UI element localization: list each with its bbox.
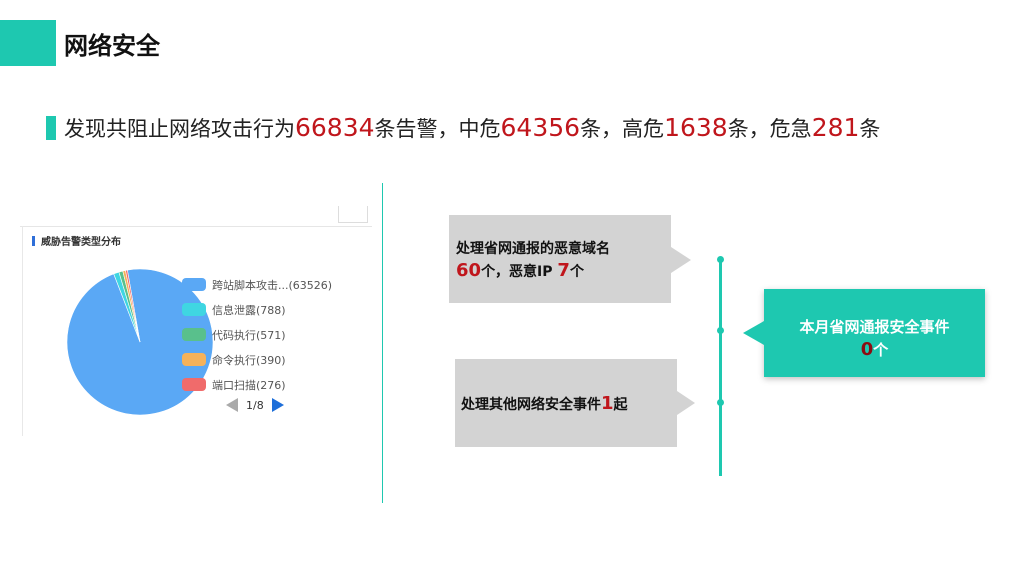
box3-count: 0 <box>860 339 874 360</box>
box1-end: 个 <box>569 264 584 280</box>
box2-count: 1 <box>601 393 614 414</box>
legend-item-5[interactable]: 端口扫描(276) <box>182 372 332 397</box>
box3-suffix: 个 <box>873 341 889 359</box>
box2-pointer <box>677 391 695 415</box>
vertical-divider <box>382 183 383 503</box>
legend-label: 代码执行(571) <box>212 328 286 342</box>
legend-swatch <box>182 328 206 341</box>
title-accent-bar <box>0 20 56 66</box>
panel-corner-button[interactable] <box>338 206 368 223</box>
page-indicator: 1/8 <box>246 398 264 412</box>
prev-page-icon[interactable] <box>226 398 238 412</box>
summary-high: 1638 <box>664 113 728 142</box>
box1-mid: 个，恶意IP <box>481 264 558 280</box>
timeline-dot-middle <box>717 327 724 334</box>
box1-ip-count: 7 <box>557 260 570 281</box>
timeline-dot-top <box>717 256 724 263</box>
page-title: 网络安全 <box>64 32 160 60</box>
summary-t2: 条，高危 <box>580 117 665 141</box>
legend-swatch <box>182 278 206 291</box>
threat-pie-chart <box>66 268 214 416</box>
timeline-line <box>719 258 722 476</box>
legend-label: 命令执行(390) <box>212 353 286 367</box>
legend-item-4[interactable]: 命令执行(390) <box>182 347 332 372</box>
legend-item-1[interactable]: 跨站脚本攻击...(63526) <box>182 272 332 297</box>
summary-t1: 条告警，中危 <box>374 117 501 141</box>
monthly-events-box: 本月省网通报安全事件 0个 <box>743 289 985 377</box>
legend-swatch <box>182 303 206 316</box>
box2-prefix: 处理其他网络安全事件 <box>461 397 601 413</box>
box3-line1: 本月省网通报安全事件 <box>799 318 950 336</box>
summary-t4: 条 <box>859 117 881 141</box>
box1-domain-count: 60 <box>456 260 482 281</box>
summary-prefix: 发现共阻止网络攻击行为 <box>64 117 295 141</box>
box1-pointer <box>671 247 691 273</box>
summary-critical: 281 <box>811 113 860 142</box>
malicious-domain-box: 处理省网通报的恶意域名 60个，恶意IP 7个 <box>449 215 691 303</box>
legend-pager: 1/8 <box>226 398 284 412</box>
legend-label: 端口扫描(276) <box>212 378 286 392</box>
summary-total: 66834 <box>295 113 375 142</box>
summary-text: 发现共阻止网络攻击行为66834条告警，中危64356条，高危1638条，危急2… <box>64 113 880 143</box>
pie-slice-5[interactable] <box>125 269 141 343</box>
panel-border-left <box>22 226 23 436</box>
legend-item-2[interactable]: 信息泄露(788) <box>182 297 332 322</box>
summary-t3: 条，危急 <box>727 117 812 141</box>
box3-pointer <box>743 321 764 345</box>
panel-title: 威胁告警类型分布 <box>41 237 121 248</box>
panel-border-top <box>20 226 372 227</box>
legend-swatch <box>182 353 206 366</box>
next-page-icon[interactable] <box>271 398 284 412</box>
box1-line1: 处理省网通报的恶意域名 <box>456 241 610 257</box>
legend-swatch <box>182 378 206 391</box>
box2-suffix: 起 <box>613 397 628 413</box>
legend-label: 信息泄露(788) <box>212 303 286 317</box>
timeline-dot-bottom <box>717 399 724 406</box>
summary-accent-bar <box>46 116 56 140</box>
summary-medium: 64356 <box>500 113 581 142</box>
other-events-box: 处理其他网络安全事件1起 <box>455 359 695 447</box>
legend-label: 跨站脚本攻击...(63526) <box>212 278 333 292</box>
pie-legend: 跨站脚本攻击...(63526) 信息泄露(788) 代码执行(571) 命令执行(3… <box>182 272 332 397</box>
panel-title-marker <box>32 236 35 246</box>
legend-item-3[interactable]: 代码执行(571) <box>182 322 332 347</box>
